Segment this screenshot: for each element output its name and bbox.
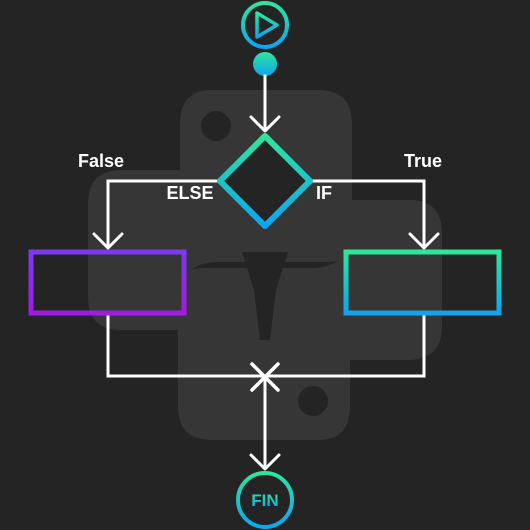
false-process-box[interactable] <box>28 249 187 316</box>
arrow-into-end <box>249 453 281 471</box>
start-node[interactable] <box>241 1 289 49</box>
arrow-into-true-box <box>408 232 440 250</box>
arrowheads <box>92 115 440 471</box>
merge-junction-x-icon <box>250 362 280 392</box>
true-branch-label: True <box>404 151 442 171</box>
else-label: ELSE <box>166 183 213 203</box>
arrow-into-false-box <box>92 232 124 250</box>
end-label: FIN <box>251 491 278 510</box>
python-logo-watermark <box>88 90 442 440</box>
arrow-into-decision <box>249 115 281 133</box>
decision-diamond[interactable] <box>217 133 313 229</box>
if-label: IF <box>316 183 332 203</box>
start-connector-dot <box>253 52 277 76</box>
play-icon <box>255 11 279 39</box>
false-branch-label: False <box>78 151 124 171</box>
end-node[interactable]: FIN <box>236 471 294 529</box>
true-process-box[interactable] <box>343 249 502 316</box>
